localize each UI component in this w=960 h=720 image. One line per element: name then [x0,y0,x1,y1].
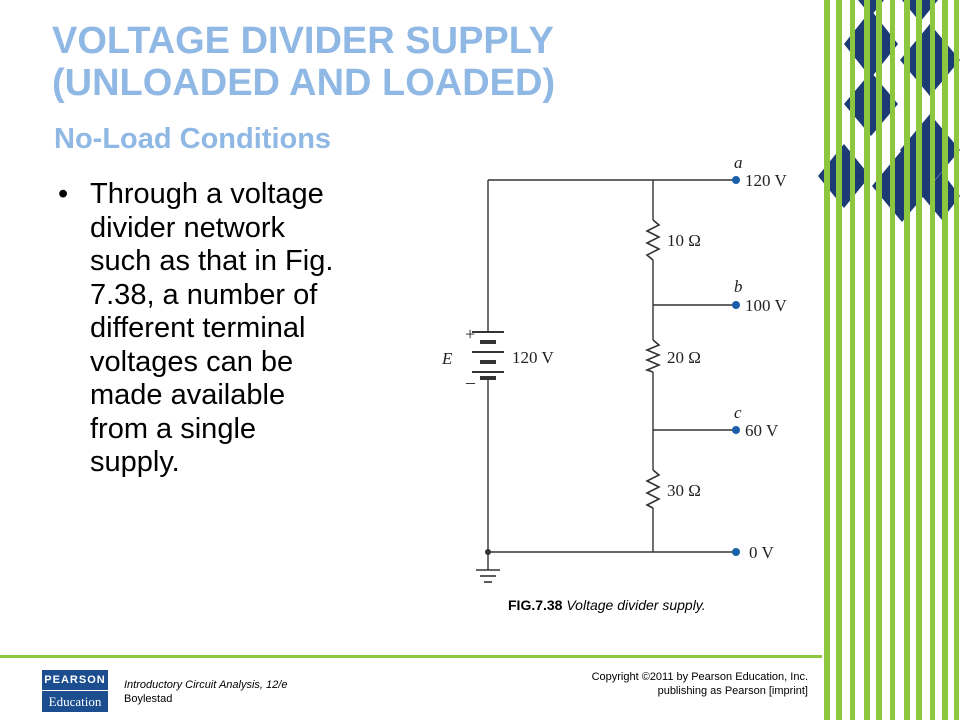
voltage-divider-circuit: + E – 120 V 10 Ω 20 Ω 30 Ω a 120 V b 100… [441,153,787,583]
book-info: Introductory Circuit Analysis, 12/e Boyl… [124,678,287,706]
bullet-line: Through a voltage [90,178,324,210]
terminal-a-voltage: 120 V [745,171,787,190]
terminal-c-dot [732,426,740,434]
logo-subtext: Education [48,694,102,709]
source-voltage: 120 V [512,348,554,367]
slide-subtitle: No-Load Conditions [54,123,332,155]
bullet-line: supply. [90,446,180,478]
junction-dot [485,549,491,555]
bullet-line: from a single [90,412,257,445]
resistor-30-value: 30 Ω [667,481,701,500]
terminal-b-voltage: 100 V [745,296,787,315]
bullet-line: different terminal [90,312,306,344]
bullet-line: such as that in Fig. [90,245,334,277]
pearson-logo: PEARSON Education [42,670,108,712]
figure-caption-text: Voltage divider supply. [566,597,706,613]
bullet-list: • Through a voltage divider network such… [58,178,418,480]
battery-symbol [472,331,504,380]
resistor-30-ohm [645,469,661,509]
footer-divider [0,655,822,658]
bullet-line: divider network [90,211,286,244]
resistor-10-ohm [645,219,661,261]
resistor-20-value: 20 Ω [667,348,701,367]
green-stripes [824,0,959,720]
bullet-line: voltages can be [90,345,294,378]
resistor-20-ohm [644,339,662,373]
title-line-2: (UNLOADED AND LOADED) [52,62,556,104]
terminal-b-dot [732,301,740,309]
terminal-a-dot [732,176,740,184]
source-plus-sign: + [465,324,475,344]
terminal-a-label: a [734,153,743,172]
figure-caption-label: FIG.7.38 [508,597,563,613]
book-title: Introductory Circuit Analysis, 12/e [124,679,288,691]
terminal-ground-voltage: 0 V [749,543,774,562]
terminal-c-voltage: 60 V [745,421,779,440]
terminal-b-label: b [734,277,743,296]
ground-icon [476,569,500,583]
copyright-line-2: publishing as Pearson [imprint] [657,685,808,697]
bullet-line: made available [90,379,286,411]
source-symbol: E [441,349,453,368]
bullet-dot: • [58,178,69,210]
figure-caption: FIG.7.38 Voltage divider supply. [508,597,706,613]
decorative-stripes [818,0,960,720]
resistor-10-value: 10 Ω [667,231,701,250]
book-author: Boylestad [124,693,173,705]
source-minus-sign: – [465,372,476,392]
slide-title: VOLTAGE DIVIDER SUPPLY (UNLOADED AND LOA… [52,20,752,104]
copyright-notice: Copyright ©2011 by Pearson Education, In… [592,670,808,698]
title-line-1: VOLTAGE DIVIDER SUPPLY [52,20,554,62]
bullet-line: 7.38, a number of [90,278,318,311]
bullet-item: • Through a voltage divider network such… [58,178,418,480]
terminal-c-label: c [734,403,742,422]
terminal-ground-dot [732,548,740,556]
logo-wordmark: PEARSON [42,670,108,691]
copyright-line-1: Copyright ©2011 by Pearson Education, In… [591,671,808,683]
